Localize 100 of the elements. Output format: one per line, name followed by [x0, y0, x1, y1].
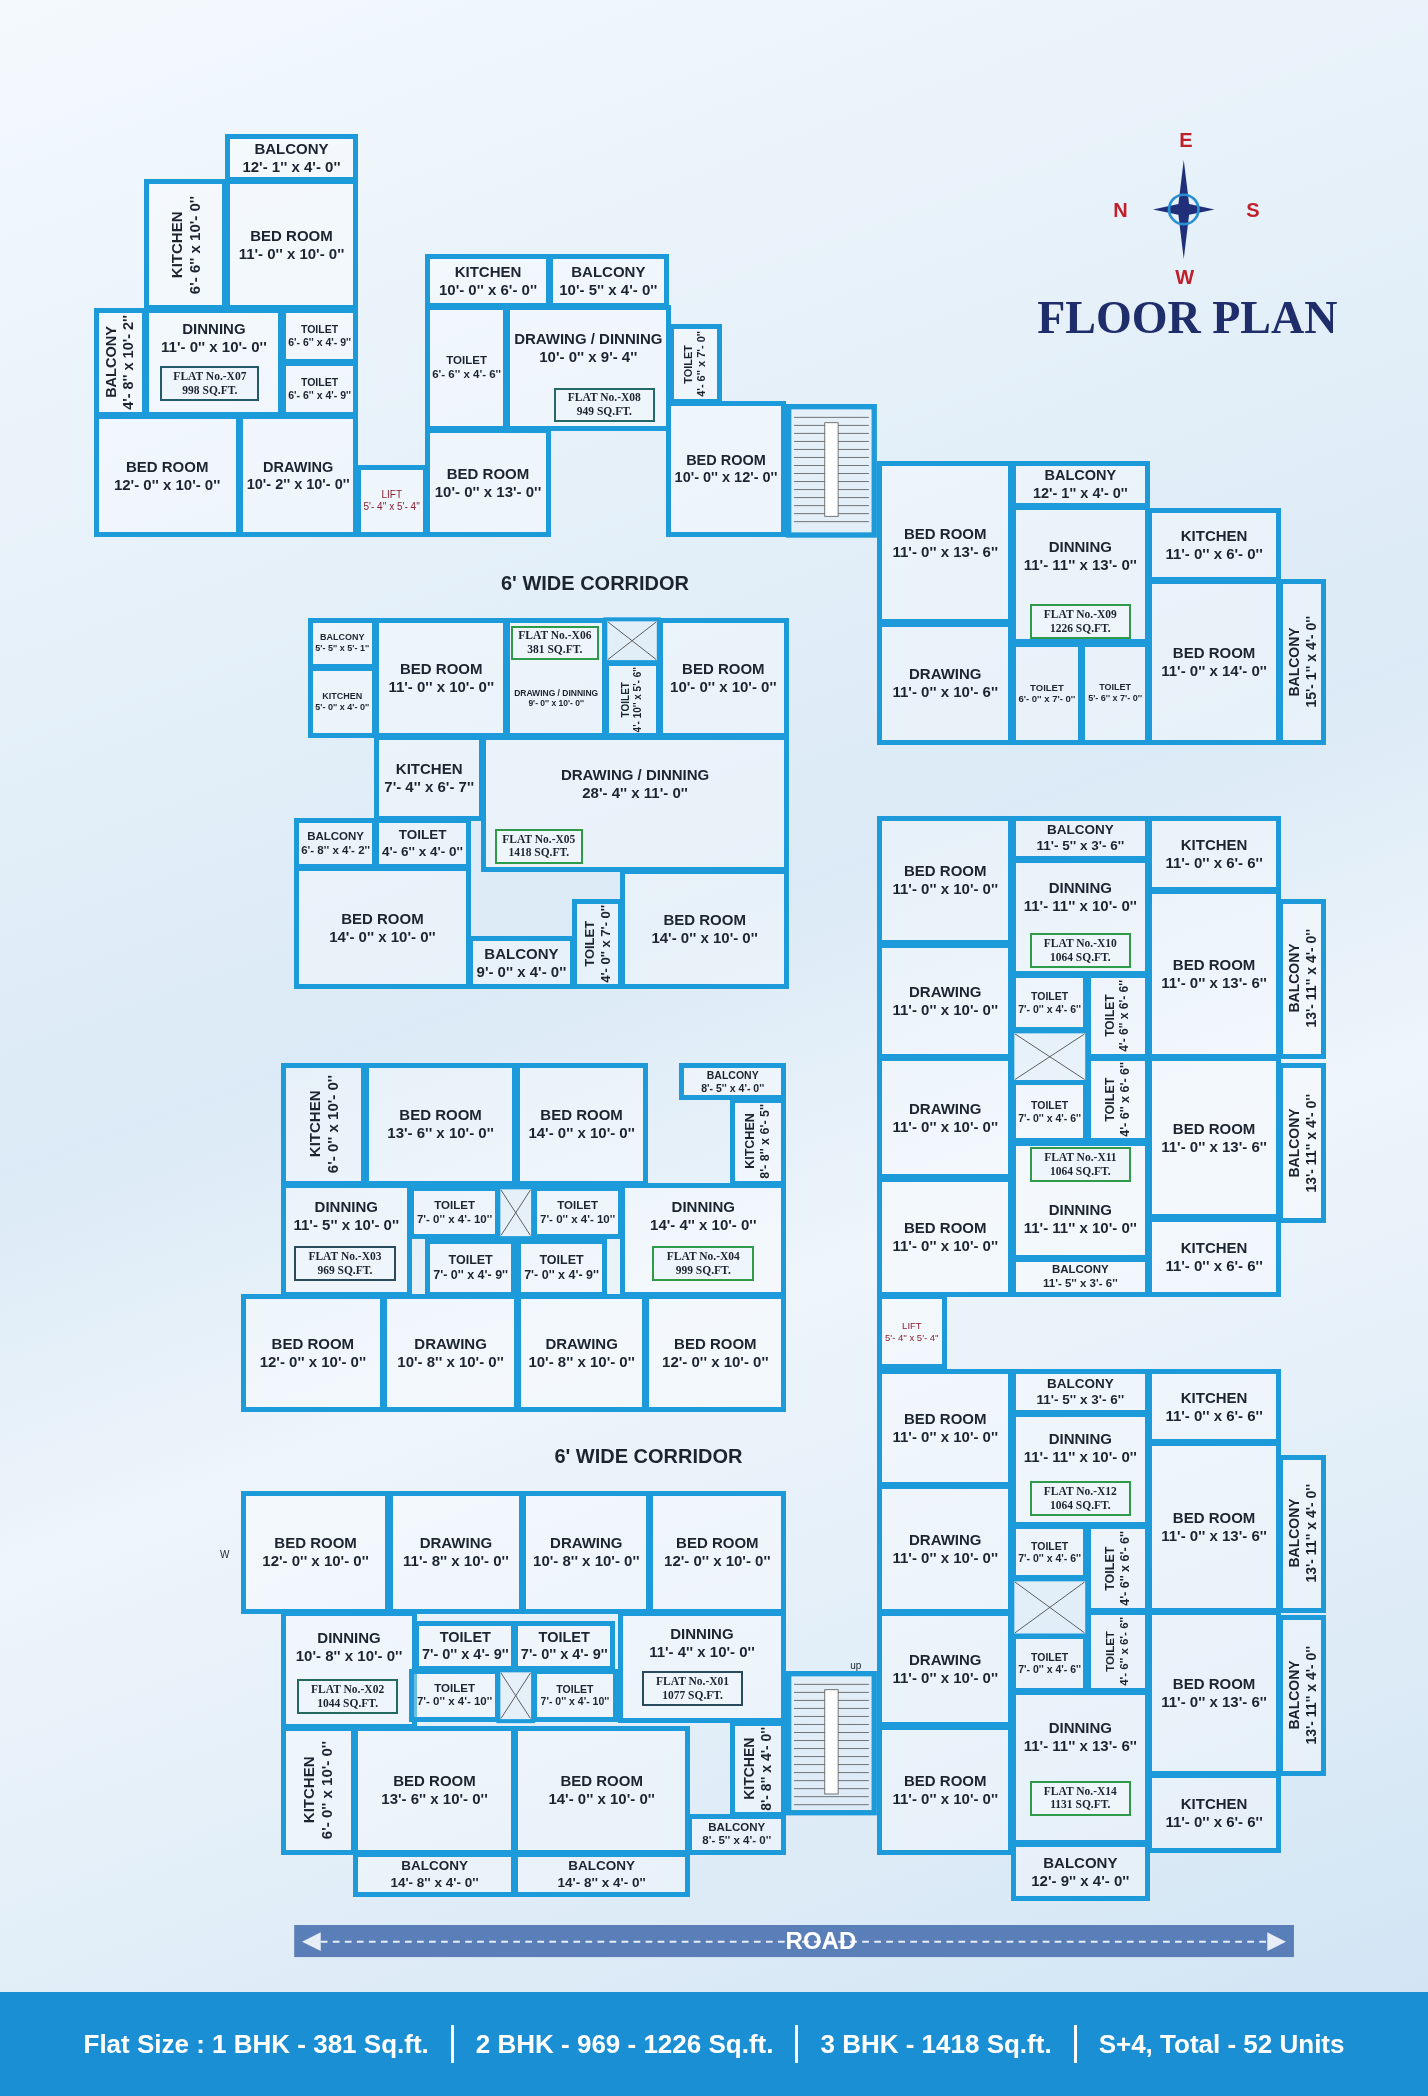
room-dimensions: 10'- 0'' x 9'- 4'' — [539, 347, 638, 366]
room-outline — [532, 1668, 618, 1723]
room-name: BALCONY — [1285, 1108, 1303, 1178]
lift-dimensions: 5'- 4'' x 5'- 4'' — [885, 1331, 939, 1344]
room-outline — [1010, 1080, 1089, 1144]
room-outline — [730, 1097, 787, 1186]
flat-number: FLAT No.-X11 — [1044, 1150, 1117, 1165]
room-dimensions: 4'- 6'' x 6'- 6'' — [1117, 1616, 1131, 1686]
room-outline — [644, 1294, 787, 1412]
room-name: BALCONY — [1285, 944, 1303, 1014]
room-dimensions: 10'- 8'' x 10'- 0'' — [528, 1353, 635, 1372]
room-outline — [1010, 505, 1150, 645]
room-dimensions: 11'- 0'' x 10'- 0'' — [892, 1549, 999, 1567]
flat-number-tag — [641, 1671, 744, 1707]
room-outline — [620, 1183, 787, 1297]
room-dimensions: 7'- 0'' x 4'- 9'' — [433, 1268, 509, 1284]
room-outline — [1278, 898, 1327, 1059]
room-dimensions: 11'- 11'' x 13'- 6'' — [1023, 1737, 1137, 1755]
room-name: KITCHEN — [743, 1114, 759, 1170]
room-name: DINNING — [1048, 1430, 1112, 1449]
marker-letter: W — [219, 1548, 230, 1560]
room-name: TOILET — [1104, 1630, 1117, 1672]
flat-number: FLAT No.-X09 — [1043, 607, 1117, 622]
room-name: KITCHEN — [1180, 1238, 1248, 1257]
room-dimensions: 7'- 0'' x 4'- 9'' — [421, 1645, 509, 1664]
room-dimensions: 13'- 11'' x 4'- 0'' — [1302, 1646, 1320, 1745]
room-name: KITCHEN — [1180, 1388, 1248, 1407]
room-dimensions: 10'- 0'' x 12'- 0'' — [674, 469, 778, 487]
room-name: BED ROOM — [399, 659, 483, 678]
room-dimensions: 4'- 6'' x 6'- 6'' — [1117, 980, 1133, 1053]
room-name: TOILET — [620, 681, 633, 717]
room-name: KITCHEN — [395, 760, 463, 779]
flat-area: 1077 SQ.FT. — [662, 1688, 723, 1703]
room-outline — [687, 1814, 787, 1855]
room-name: TOILET — [1031, 1650, 1069, 1664]
room-name: BED ROOM — [540, 1106, 623, 1125]
room-name: DINNING — [317, 1628, 381, 1647]
room-dimensions: 11'- 5'' x 10'- 0'' — [293, 1216, 400, 1235]
room-dimensions: 6'- 0'' x 10'- 0'' — [318, 1741, 337, 1840]
room-name: TOILET — [582, 921, 598, 967]
corridor-label: 6' WIDE CORRIDOR — [554, 1444, 743, 1468]
room-name: DINNING — [671, 1198, 735, 1217]
room-outline — [877, 1724, 1014, 1855]
flat-number-tag — [553, 387, 656, 423]
flat-area: 381 SQ.FT. — [527, 643, 583, 657]
flat-area: 1044 SQ.FT. — [317, 1696, 378, 1711]
room-dimensions: 6'- 0'' x 7'- 0'' — [1018, 693, 1076, 705]
room-name: BED ROOM — [125, 458, 209, 476]
room-dimensions: 7'- 0'' x 4'- 6'' — [1018, 1552, 1081, 1565]
flat-size-summary: 2 BHK - 969 - 1226 Sq.ft. — [475, 2028, 774, 2060]
room-dimensions: 11'- 11'' x 10'- 0'' — [1023, 1448, 1137, 1467]
room-name: BALCONY — [1043, 1853, 1118, 1872]
room-name: BED ROOM — [1172, 956, 1256, 975]
flat-area: 969 SQ.FT. — [317, 1263, 373, 1278]
room-name: TOILET — [300, 323, 339, 336]
room-dimensions: 8'- 5'' x 4'- 0'' — [702, 1834, 772, 1849]
flat-number: FLAT No.-X04 — [666, 1249, 740, 1264]
room-name: DRAWING — [419, 1534, 493, 1553]
room-name: KITCHEN — [741, 1737, 759, 1801]
flat-number-tag — [1029, 1780, 1132, 1816]
room-dimensions: 11'- 0'' x 10'- 0'' — [161, 338, 267, 357]
room-name: TOILET — [448, 1253, 493, 1269]
room-outline — [240, 1490, 391, 1614]
room-dimensions: 4'- 8'' x 10'- 2'' — [120, 314, 138, 410]
room-name: BALCONY — [1044, 467, 1117, 485]
room-outline — [648, 1490, 787, 1614]
room-name: BALCONY — [1285, 1499, 1303, 1569]
room-dimensions: 7'- 0'' x 4'- 6'' — [1018, 1663, 1081, 1676]
room-dimensions: 7'- 0'' x 4'- 9'' — [524, 1268, 599, 1284]
room-dimensions: 11'- 0'' x 13'- 6'' — [1161, 1137, 1267, 1156]
room-name: KITCHEN — [454, 262, 522, 281]
room-name: TOILET — [1103, 994, 1118, 1038]
room-outline — [1278, 1454, 1327, 1613]
room-outline — [877, 942, 1014, 1059]
room-name: DRAWING — [263, 458, 334, 476]
room-name: KITCHEN — [300, 1757, 319, 1824]
room-dimensions: 10'- 2'' x 10'- 0'' — [246, 476, 350, 494]
flat-number-tag — [494, 829, 583, 864]
room-name: BED ROOM — [676, 1534, 759, 1553]
room-outline — [1010, 1369, 1150, 1415]
room-outline — [877, 461, 1014, 625]
room-dimensions: 12'- 0'' x 10'- 0'' — [259, 1353, 367, 1372]
room-name: DRAWING — [414, 1335, 487, 1354]
room-name: BED ROOM — [271, 1335, 355, 1354]
room-outline — [505, 304, 672, 431]
room-dimensions: 7'- 4'' x 6'- 7'' — [384, 778, 475, 797]
room-name: BED ROOM — [446, 464, 530, 483]
room-dimensions: 6'- 0'' x 10'- 0'' — [323, 1075, 342, 1174]
room-dimensions: 6'- 6'' x 4'- 6'' — [432, 367, 502, 382]
room-dimensions: 11'- 0'' x 10'- 0'' — [892, 1117, 999, 1136]
room-outline — [280, 1062, 367, 1186]
stair-direction-label: up — [850, 1659, 862, 1671]
room-name: BED ROOM — [904, 1410, 987, 1428]
room-name: TOILET — [682, 344, 696, 384]
room-outline — [513, 1726, 690, 1855]
room-name: DRAWING / DINNING — [560, 765, 710, 784]
room-outline — [679, 1062, 787, 1101]
room-dimensions: 4'- 6'' x 7'- 0'' — [695, 330, 709, 397]
room-dimensions: 7'- 0'' x 4'- 6'' — [1018, 1111, 1081, 1125]
room-dimensions: 11'- 0'' x 10'- 0'' — [238, 244, 345, 263]
